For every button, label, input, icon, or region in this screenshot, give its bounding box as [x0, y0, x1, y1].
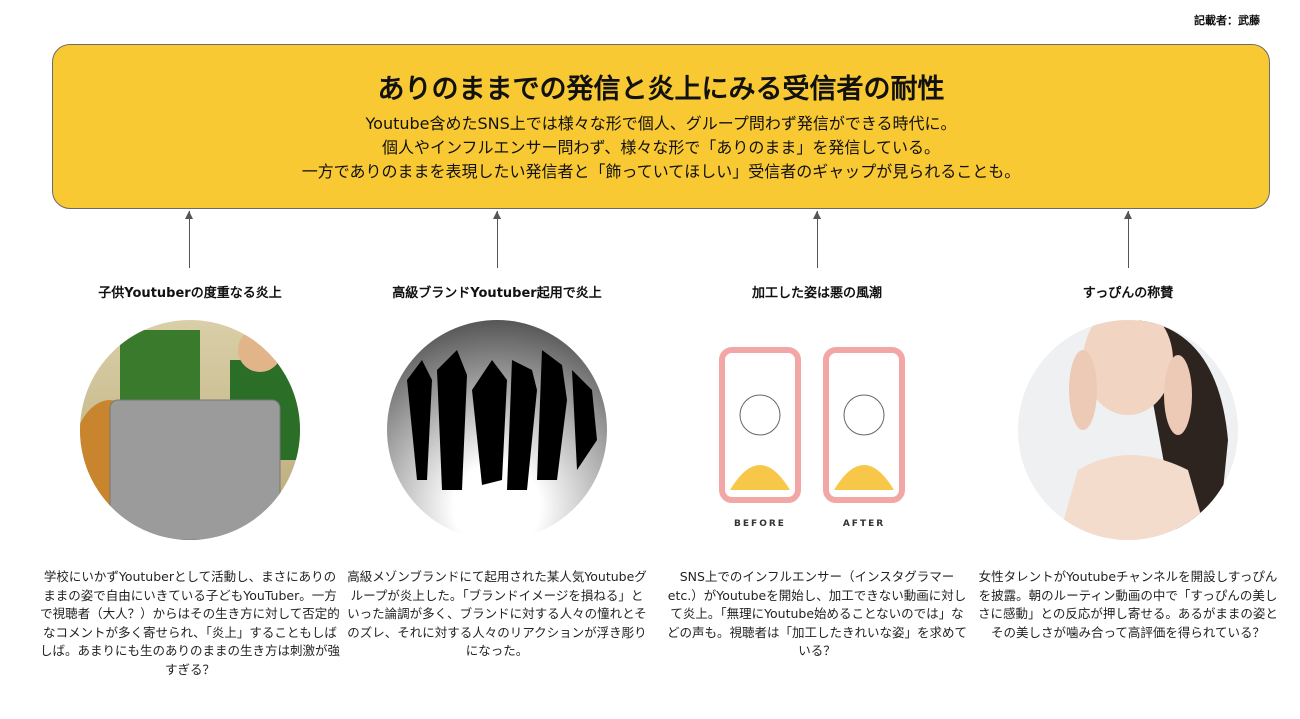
author-label: 記載者：武藤 [1194, 14, 1260, 27]
woman-smiling-image [1018, 320, 1238, 540]
dancers-silhouette-image [387, 320, 607, 540]
case-title: 加工した姿は悪の風潮 [751, 286, 882, 301]
page-title: ありのままでの発信と炎上にみる受信者の耐性 [377, 74, 945, 105]
arrow-up-icon [813, 211, 821, 268]
case-column-edited: 加工した姿は悪の風潮 BEFORE AFTER SNS上でのインフルエンサー（イ… [667, 282, 967, 658]
arrow-up-icon [493, 211, 501, 268]
case-title: 高級ブランドYoutuber起用で炎上 [392, 286, 602, 301]
banner-line: 一方でありのままを表現したい発信者と「飾っていてほしい」受信者のギャップが見られ… [301, 162, 1021, 181]
case-column-no-makeup: すっぴんの称賛 女性タレントがYoutubeチャンネルを開設しすっぴんを披露。朝… [978, 282, 1278, 640]
case-description: 女性タレントがYoutubeチャンネルを開設しすっぴんを披露。朝のルーティン動画… [978, 569, 1278, 640]
case-description: 高級メゾンブランドにて起用された某人気Youtubeグループが炎上した。「ブラン… [347, 569, 647, 658]
banner-line: 個人やインフルエンサー問わず、様々な形で「ありのまま」を発信している。 [382, 138, 940, 157]
case-title: 子供Youtuberの度重なる炎上 [98, 286, 282, 301]
after-label: AFTER [843, 519, 885, 529]
arrow-up-icon [1124, 211, 1132, 268]
case-description: 学校にいかずYoutuberとして活動し、まさにありのままの姿で自由にいきている… [40, 569, 341, 677]
case-title: すっぴんの称賛 [1082, 286, 1174, 301]
case-column-brand: 高級ブランドYoutuber起用で炎上 高級メゾンブランドにて起用された某人気Y… [347, 282, 647, 658]
arrow-up-icon [185, 211, 193, 268]
before-after-phones-image: BEFORE AFTER [692, 320, 942, 540]
summary-banner: ありのままでの発信と炎上にみる受信者の耐性 Youtube含めたSNS上では様々… [52, 44, 1270, 209]
kids-laptop-image [80, 320, 300, 540]
case-description: SNS上でのインフルエンサー（インスタグラマーetc.）がYoutubeを開始し… [667, 569, 968, 658]
banner-line: Youtube含めたSNS上では様々な形で個人、グループ問わず発信ができる時代に… [365, 114, 957, 133]
before-label: BEFORE [734, 519, 786, 529]
case-column-child-youtuber: 子供Youtuberの度重なる炎上 学校にいかずYoutuberとして活動し、ま… [40, 282, 340, 677]
